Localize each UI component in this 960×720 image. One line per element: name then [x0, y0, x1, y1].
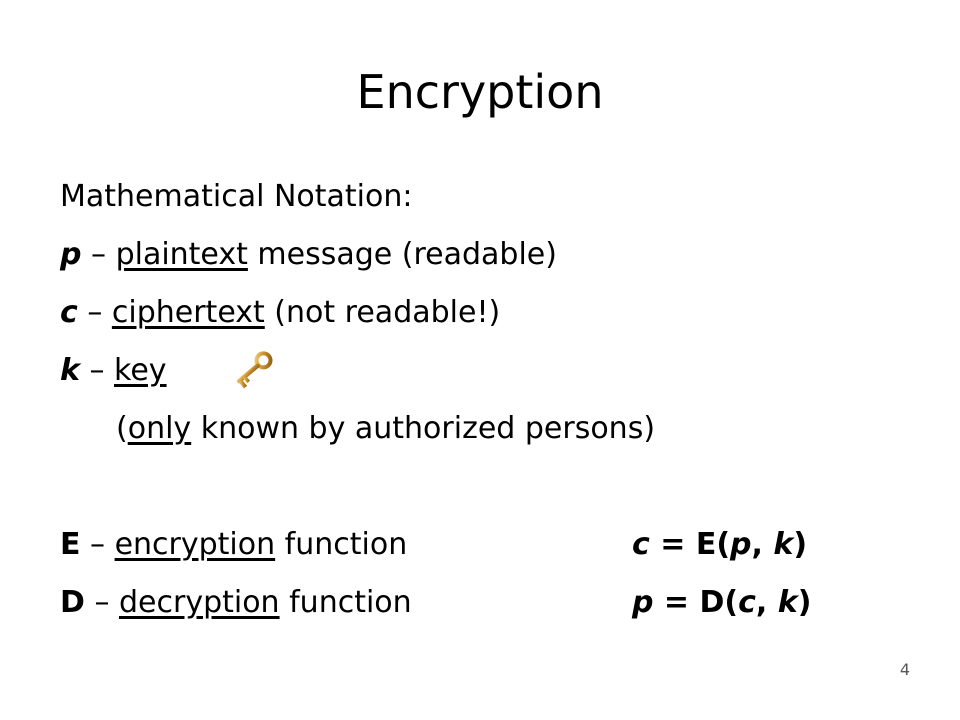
encryption-formula: c = E(p, k)	[632, 527, 808, 562]
term-plaintext: plaintext	[115, 237, 248, 272]
spacer	[60, 458, 920, 516]
symbol-c: c	[60, 295, 78, 330]
encryption-definition: E – encryption function c = E(p, k)	[60, 516, 920, 574]
symbol-k: k	[60, 353, 80, 388]
term-encryption: encryption	[114, 527, 276, 562]
slide-content: Mathematical Notation: p – plaintext mes…	[60, 168, 920, 632]
term-key: key	[114, 353, 167, 388]
ciphertext-definition: c – ciphertext (not readable!)	[60, 284, 920, 342]
decryption-formula: p = D(c, k)	[632, 585, 812, 620]
key-icon	[225, 348, 279, 392]
page-number: 4	[899, 660, 910, 679]
plaintext-definition: p – plaintext message (readable)	[60, 226, 920, 284]
key-definition: k – key	[60, 342, 920, 400]
ciphertext-desc: (not readable!)	[264, 295, 501, 330]
decryption-definition: D – decryption function p = D(c, k)	[60, 574, 920, 632]
notation-heading: Mathematical Notation:	[60, 179, 413, 214]
symbol-p: p	[60, 237, 82, 272]
dash: –	[77, 295, 112, 330]
slide-title: Encryption	[356, 65, 604, 119]
dash: –	[79, 353, 115, 388]
term-decryption: decryption	[118, 585, 280, 620]
dash: –	[81, 237, 116, 272]
term-only: only	[127, 411, 192, 446]
term-ciphertext: ciphertext	[111, 295, 265, 330]
symbol-D: D	[60, 585, 85, 620]
plaintext-desc: message (readable)	[247, 237, 557, 272]
key-note: (only known by authorized persons)	[116, 411, 656, 446]
symbol-E: E	[60, 527, 81, 562]
